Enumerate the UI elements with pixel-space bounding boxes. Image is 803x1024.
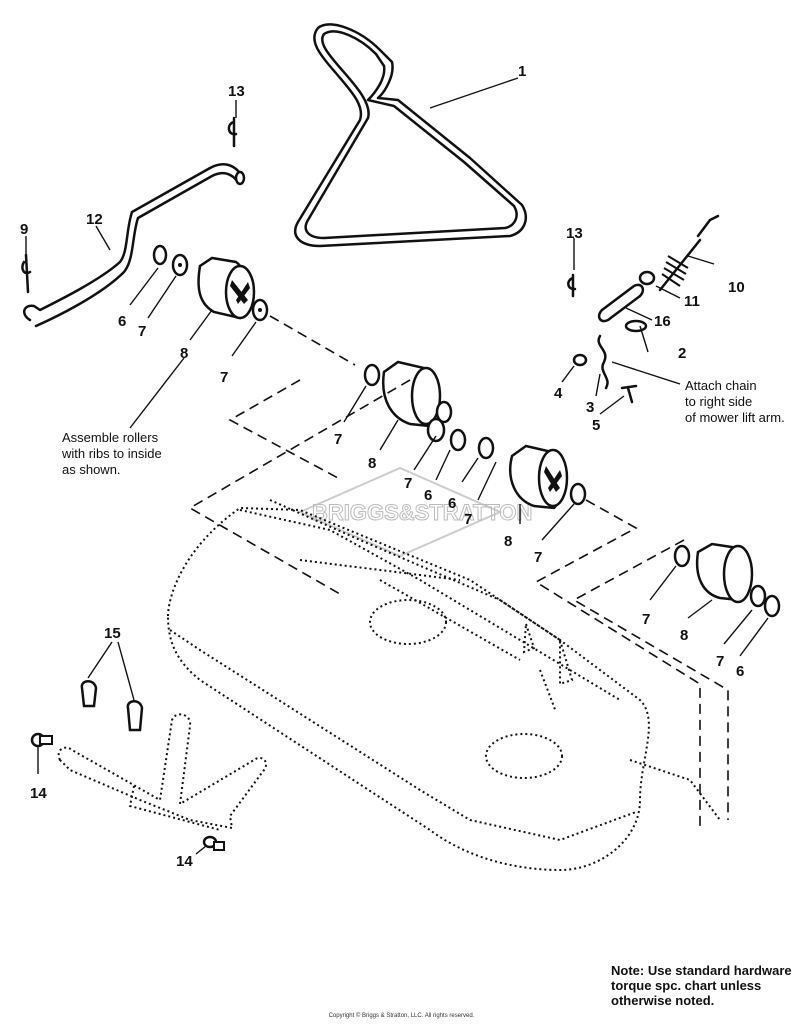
callout-3: 3 bbox=[586, 399, 594, 416]
part-14-bolt-bottom bbox=[202, 835, 225, 851]
leader-lines bbox=[25, 77, 769, 855]
part-8-roller-center-left bbox=[363, 360, 495, 460]
part-8-roller-right bbox=[673, 542, 781, 618]
hardware-note-line-1: Note: Use standard hardware bbox=[611, 963, 792, 978]
callout-8-c1: 8 bbox=[368, 455, 376, 472]
callout-7-r1: 7 bbox=[642, 611, 650, 628]
callout-8-r: 8 bbox=[680, 627, 688, 644]
callout-8-c2: 8 bbox=[504, 533, 512, 550]
hardware-torque-note: Note: Use standard hardware torque spc. … bbox=[611, 963, 796, 1008]
callout-12: 12 bbox=[86, 211, 103, 228]
part-15-clips bbox=[80, 680, 144, 732]
brand-watermark: BRIGGS&STRATTON bbox=[297, 466, 533, 558]
callout-2: 2 bbox=[678, 345, 686, 362]
callout-7-c4: 7 bbox=[534, 549, 542, 566]
callout-4: 4 bbox=[554, 385, 563, 402]
part-9-hitch-pin bbox=[21, 253, 32, 294]
callouts: 1 13 9 12 6 7 8 7 13 10 11 16 2 4 3 5 7 … bbox=[20, 63, 745, 870]
alignment-dashes bbox=[188, 315, 729, 830]
callout-7-r2: 7 bbox=[716, 653, 724, 670]
callout-7-left2: 7 bbox=[220, 369, 228, 386]
roller-assembly-note: Assemble rollers with ribs to inside as … bbox=[61, 430, 162, 477]
part-13-hair-pin-right bbox=[567, 273, 577, 298]
roller-note-line-2: with ribs to inside bbox=[61, 446, 162, 461]
watermark-text: BRIGGS&STRATTON bbox=[312, 500, 532, 525]
part-13-hair-pin-left bbox=[227, 116, 238, 148]
hardware-note-line-3: otherwise noted. bbox=[611, 993, 715, 1008]
chain-note-line-1: Attach chain bbox=[685, 378, 757, 393]
callout-6-left: 6 bbox=[118, 313, 126, 330]
part-12-lift-rod bbox=[22, 163, 246, 328]
part-8-roller-center-right bbox=[509, 444, 587, 510]
part-14-bolt-left bbox=[30, 732, 53, 748]
callout-1: 1 bbox=[518, 63, 526, 80]
callout-6-c1: 6 bbox=[424, 487, 432, 504]
chain-attach-note: Attach chain to right side of mower lift… bbox=[685, 378, 785, 425]
chain-note-line-3: of mower lift arm. bbox=[685, 410, 785, 425]
part-8-roller-left bbox=[197, 256, 256, 320]
washers-left-roller bbox=[152, 244, 269, 322]
callout-10: 10 bbox=[728, 279, 745, 296]
part-1-drive-belt bbox=[294, 23, 527, 248]
callout-9: 9 bbox=[20, 221, 28, 238]
hardware-note-line-2: torque spc. chart unless bbox=[611, 978, 762, 993]
callout-11: 11 bbox=[684, 293, 700, 310]
callout-13-left: 13 bbox=[228, 83, 245, 100]
roller-note-line-1: Assemble rollers bbox=[62, 430, 159, 445]
callout-5: 5 bbox=[592, 417, 600, 434]
callout-6-r: 6 bbox=[736, 663, 744, 680]
chain-note-line-2: to right side bbox=[685, 394, 752, 409]
copyright-footer: Copyright © Briggs & Stratton, LLC. All … bbox=[328, 1013, 475, 1019]
callout-6-c2: 6 bbox=[448, 495, 456, 512]
callout-7-c2: 7 bbox=[404, 475, 412, 492]
callout-7-c3: 7 bbox=[464, 511, 472, 528]
callout-14-left: 14 bbox=[30, 785, 47, 802]
chain-hardware bbox=[572, 214, 720, 404]
callout-7-left: 7 bbox=[138, 323, 146, 340]
mower-deck bbox=[166, 499, 721, 872]
callout-13-right: 13 bbox=[566, 225, 583, 242]
callout-7-c1: 7 bbox=[334, 431, 342, 448]
deck-handle-frame bbox=[57, 713, 268, 831]
callout-14-bottom: 14 bbox=[176, 853, 193, 870]
callout-16: 16 bbox=[654, 313, 671, 330]
callout-15: 15 bbox=[104, 625, 121, 642]
roller-note-line-3: as shown. bbox=[62, 462, 121, 477]
callout-8-left: 8 bbox=[180, 345, 188, 362]
